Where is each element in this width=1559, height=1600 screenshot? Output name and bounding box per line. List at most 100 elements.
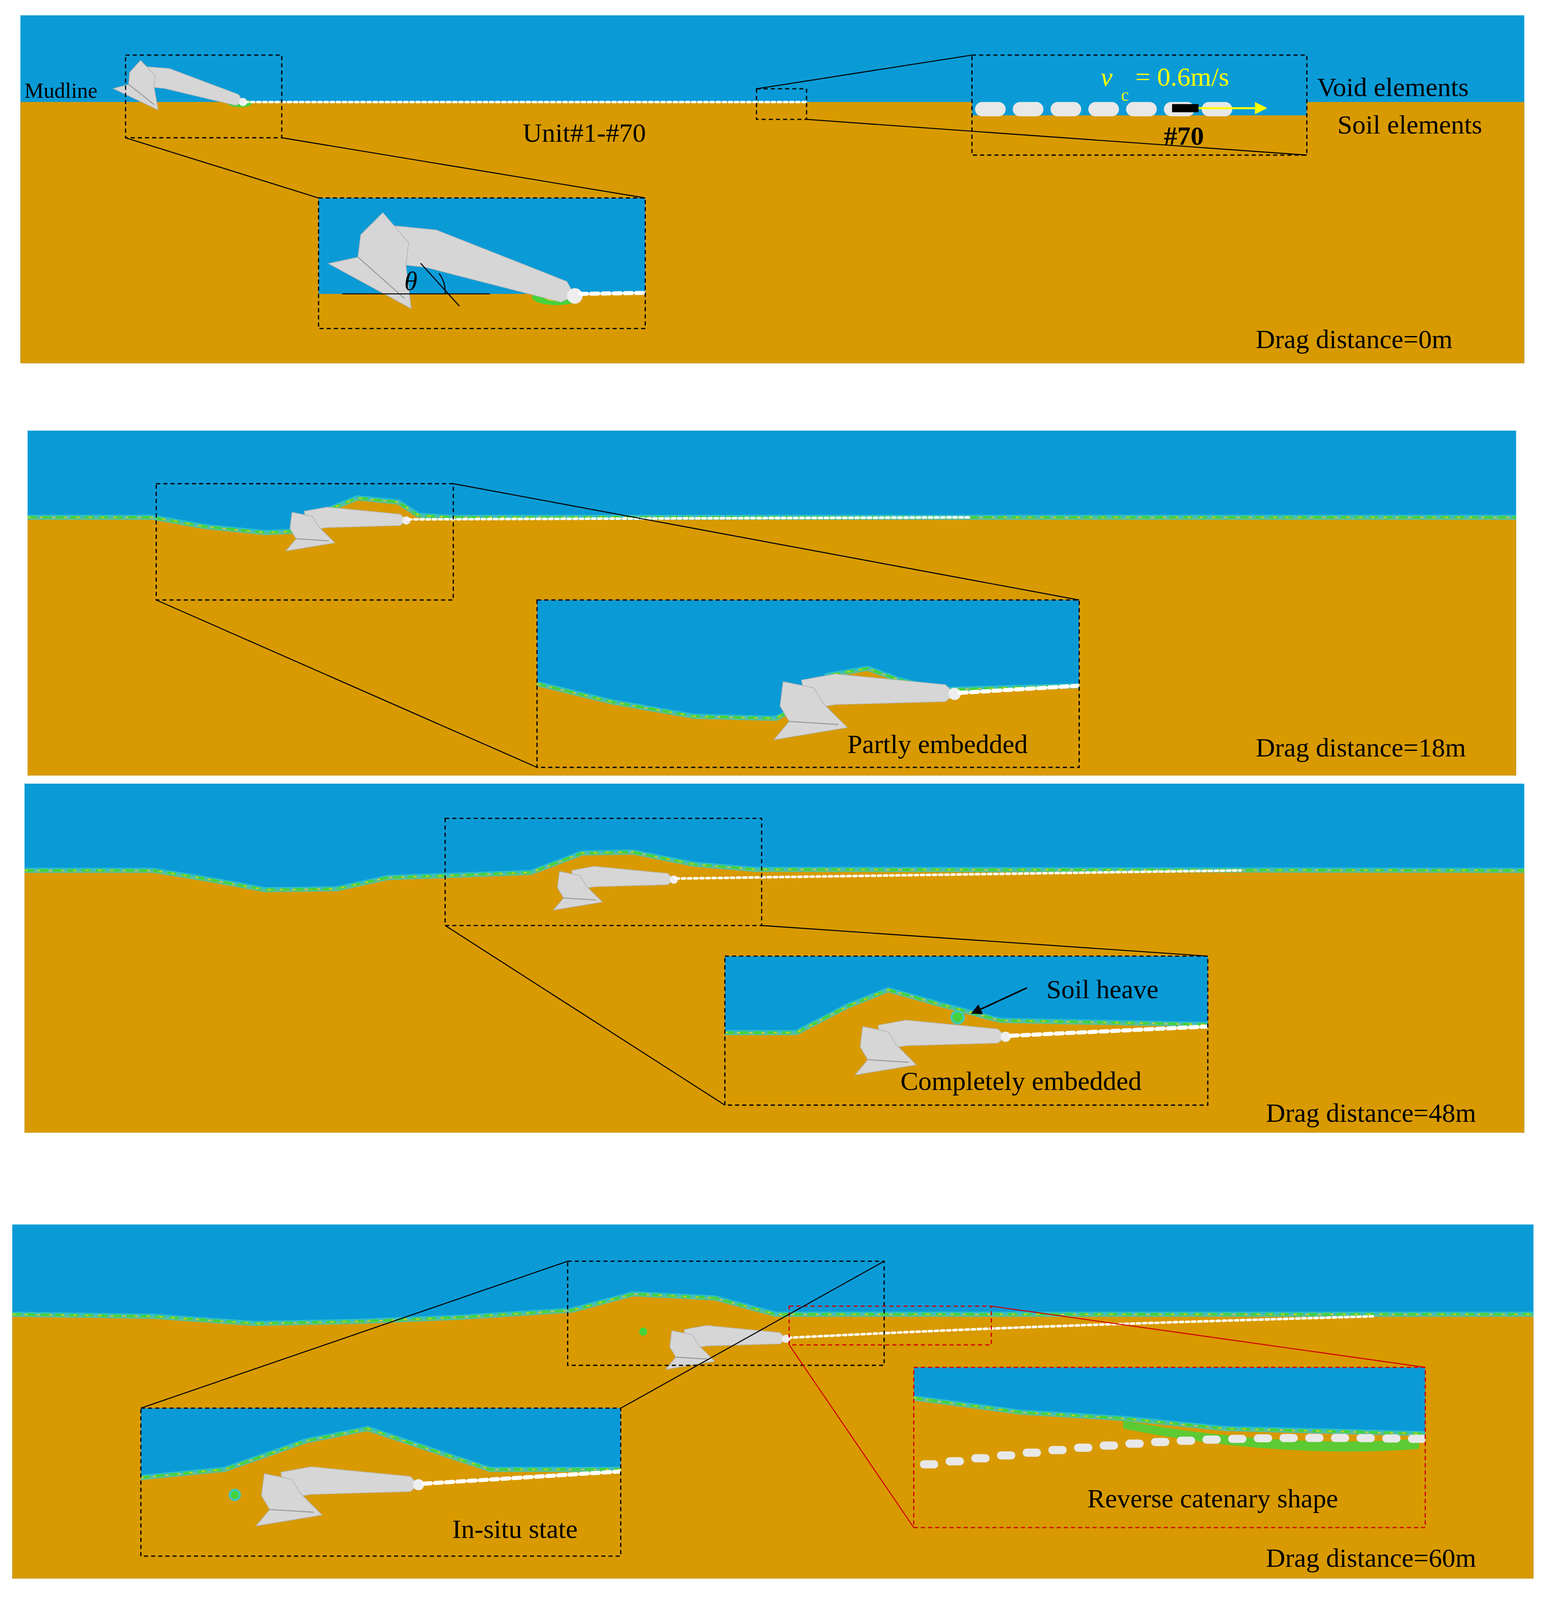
chain-label: Unit#1-#70 (522, 119, 646, 147)
chain-unit (1073, 1443, 1093, 1453)
zoom-line (125, 137, 319, 199)
anchor (854, 1020, 1011, 1076)
anchor (318, 198, 592, 329)
velocity-value: = 0.6m/s (1135, 63, 1230, 91)
chain (959, 685, 1079, 694)
chain-unit (1125, 102, 1157, 117)
zoom-frame (536, 600, 1079, 768)
water-region (536, 600, 1079, 768)
anchor (553, 866, 678, 911)
velocity-symbol: v (1100, 63, 1113, 91)
anchor (285, 507, 411, 552)
chain (1010, 1026, 1208, 1036)
chain-unit (1331, 1434, 1350, 1443)
water-region (24, 783, 1525, 1133)
anchor (255, 1467, 425, 1527)
chain-unit (1279, 1434, 1298, 1443)
water-region (27, 430, 1517, 777)
zoom-frame (318, 198, 646, 329)
water-region (140, 1408, 621, 1557)
chain-unit (1305, 1434, 1324, 1443)
chain-unit (1150, 1438, 1170, 1447)
chain-unit (971, 1454, 990, 1463)
chain (423, 1471, 621, 1485)
drag-distance: Drag distance=18m (1255, 734, 1466, 761)
angle-symbol: θ (404, 267, 418, 295)
chain-unit (1088, 102, 1120, 117)
soil-region (318, 293, 646, 329)
region-label: Soil elements (1337, 111, 1483, 138)
zoom-frame (156, 483, 454, 601)
soil-region (24, 852, 1525, 1133)
chain-unit (1176, 1437, 1196, 1446)
region-label: Void elements (1316, 73, 1469, 101)
soil-region (724, 990, 1208, 1106)
chain-unit (1382, 1434, 1401, 1444)
zoom-line (445, 925, 725, 1106)
drag-distance: Drag distance=48m (1265, 1099, 1477, 1127)
chain-unit (1253, 1434, 1273, 1443)
soil-region (20, 102, 1525, 364)
zoom-frame (125, 55, 282, 138)
zoom-line (156, 600, 538, 768)
zoom-line (281, 137, 646, 199)
chain-unit (1099, 1441, 1119, 1450)
water-region (318, 198, 646, 329)
zoom-line (453, 483, 1079, 601)
callout-label: Soil heave (1046, 975, 1159, 1003)
drag-distance: Drag distance=0m (1255, 325, 1453, 353)
chain-unit (1050, 102, 1082, 117)
zoom-line (620, 1261, 885, 1409)
chain-unit (1407, 1434, 1425, 1444)
anchor (109, 53, 252, 140)
zoom-line (140, 1261, 568, 1409)
soil-region (913, 1398, 1426, 1528)
mudline-label: Mudline (24, 79, 98, 102)
chain-unit (1048, 1446, 1067, 1455)
chain-unit (975, 102, 1006, 117)
anchor (773, 673, 961, 740)
soil-region (27, 498, 1517, 776)
zoom-line (991, 1306, 1426, 1368)
chain-unit (1012, 102, 1044, 117)
chain (676, 870, 1241, 879)
chain-unit (1202, 1435, 1221, 1444)
leader-line (972, 988, 1028, 1014)
zoom-frame (913, 1367, 1426, 1528)
chain (245, 100, 807, 104)
soil-region (536, 668, 1079, 768)
zoom-frame (724, 956, 1208, 1106)
zoom-line (789, 1345, 914, 1528)
zoom-line (761, 925, 1208, 957)
chain-unit (997, 1451, 1016, 1460)
zoom-line (806, 119, 1307, 156)
chain (788, 1316, 1374, 1339)
drag-distance: Drag distance=60m (1265, 1544, 1477, 1572)
unit-number: #70 (1163, 122, 1204, 150)
zoom-frame (789, 1306, 992, 1346)
zoom-frame (140, 1408, 621, 1557)
water-region (20, 15, 1525, 364)
zoom-frame (445, 818, 762, 927)
soil-region (140, 1428, 621, 1557)
water-region (972, 55, 1307, 156)
state-label: Reverse catenary shape (1087, 1485, 1338, 1513)
chain-unit (919, 1460, 939, 1469)
chain-unit (1228, 1434, 1247, 1444)
state-label: In-situ state (452, 1515, 578, 1543)
state-label: Partly embedded (847, 730, 1028, 758)
chain-unit (945, 1457, 964, 1466)
velocity-subscript: c (1121, 86, 1129, 104)
chain-unit (1356, 1434, 1376, 1443)
state-label: Completely embedded (900, 1067, 1142, 1095)
chain (579, 293, 646, 294)
chain-unit (1172, 104, 1199, 113)
chain-unit (1125, 1440, 1145, 1449)
anchor (665, 1325, 791, 1370)
zoom-line (756, 55, 973, 89)
water-region (12, 1224, 1534, 1579)
chain-unit (1022, 1448, 1042, 1457)
zoom-frame (972, 55, 1307, 156)
chain (408, 517, 970, 520)
